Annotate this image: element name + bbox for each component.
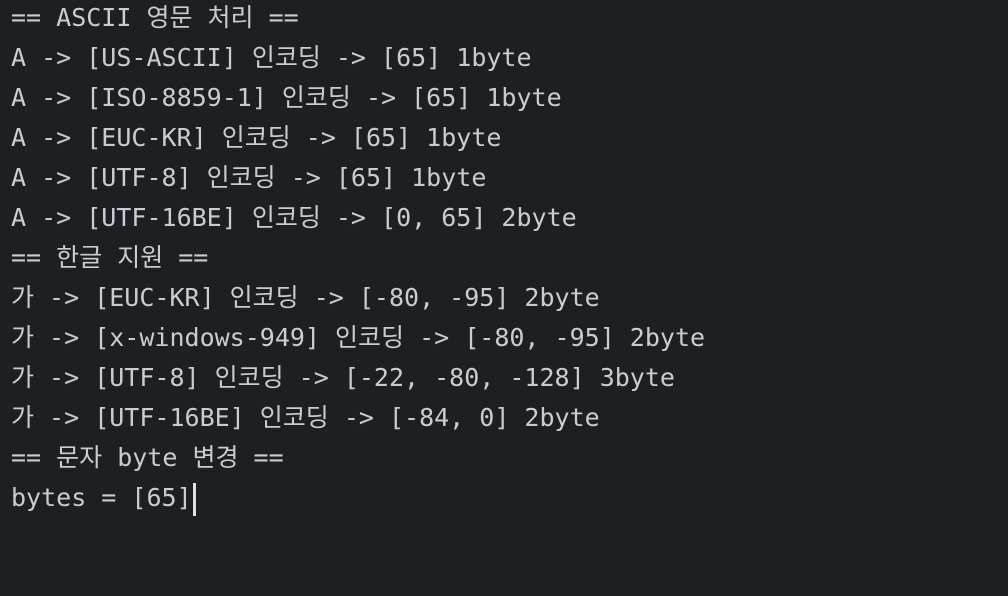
console-line: A -> [UTF-16BE] 인코딩 -> [0, 65] 2byte [11,203,577,232]
console-line: 가 -> [x-windows-949] 인코딩 -> [-80, -95] 2… [11,323,706,352]
text-cursor [192,482,196,516]
console-line: 가 -> [UTF-16BE] 인코딩 -> [-84, 0] 2byte [11,403,600,432]
console-line: A -> [UTF-8] 인코딩 -> [65] 1byte [11,163,487,192]
console-line: == 문자 byte 변경 == [11,443,284,472]
console-line: 가 -> [EUC-KR] 인코딩 -> [-80, -95] 2byte [11,283,600,312]
console-line: == 한글 지원 == [11,243,209,272]
console-line: == ASCII 영문 처리 == [11,3,299,32]
console-line: bytes = [65] [11,483,192,512]
console-line: 가 -> [UTF-8] 인코딩 -> [-22, -80, -128] 3by… [11,363,675,392]
console-input-line[interactable]: bytes = [65] [11,476,1008,520]
console-line: A -> [US-ASCII] 인코딩 -> [65] 1byte [11,43,532,72]
console-line: A -> [ISO-8859-1] 인코딩 -> [65] 1byte [11,83,562,112]
console-line: A -> [EUC-KR] 인코딩 -> [65] 1byte [11,123,502,152]
